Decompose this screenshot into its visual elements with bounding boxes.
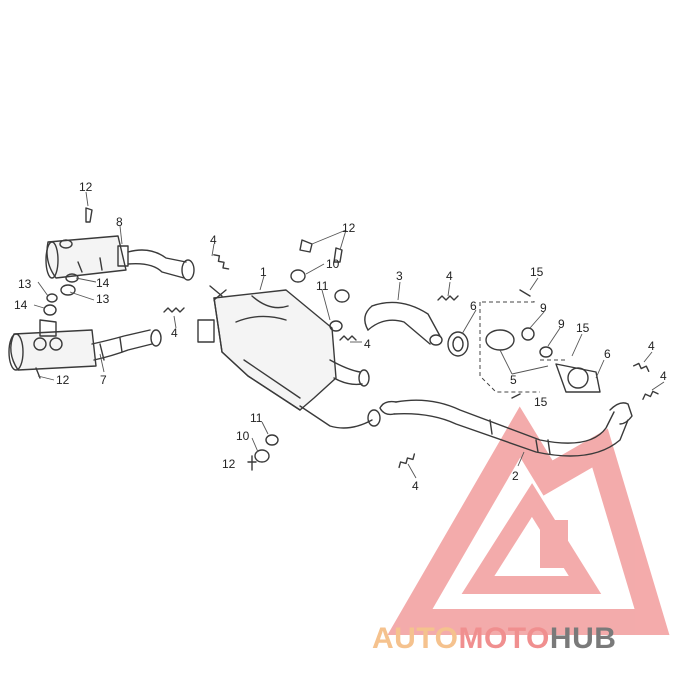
header-pipe-part [379, 399, 633, 457]
springs [163, 254, 659, 469]
callout-13: 13 [96, 292, 110, 306]
callout-6: 6 [470, 299, 477, 313]
callout-11: 11 [316, 279, 329, 293]
callout-15: 15 [534, 395, 548, 409]
callout-9: 9 [558, 317, 565, 331]
main-muffler-body [197, 285, 381, 429]
callout-4: 4 [446, 269, 453, 283]
callout-3: 3 [396, 269, 403, 283]
callout-9: 9 [540, 301, 547, 315]
lower-muffler-part [8, 319, 162, 371]
callout-4: 4 [171, 326, 178, 340]
upper-muffler-part [45, 235, 195, 281]
callout-10: 10 [236, 429, 250, 443]
callout-4: 4 [210, 233, 217, 247]
flange-hardware [447, 300, 601, 393]
callout-7: 7 [100, 373, 107, 387]
callout-14: 14 [14, 298, 28, 312]
callout-1: 1 [260, 265, 267, 279]
callout-12: 12 [79, 180, 93, 194]
callout-15: 15 [530, 265, 544, 279]
callout-labels: 12 8 4 13 14 13 14 4 12 7 1 12 10 11 4 1… [14, 180, 667, 493]
center-hardware [247, 239, 531, 471]
link-pipe-part [364, 301, 443, 346]
callout-13: 13 [18, 277, 32, 291]
callout-4: 4 [412, 479, 419, 493]
callout-5: 5 [510, 373, 517, 387]
callout-12: 12 [56, 373, 70, 387]
callout-2: 2 [512, 469, 519, 483]
callout-10: 10 [326, 257, 340, 271]
callout-14: 14 [96, 276, 110, 290]
callout-6: 6 [604, 347, 611, 361]
callout-4: 4 [364, 337, 371, 351]
callout-4: 4 [648, 339, 655, 353]
triangle-m-logo [387, 406, 670, 635]
callout-8: 8 [116, 215, 123, 229]
leader-lines [33, 191, 665, 479]
callout-12: 12 [342, 221, 356, 235]
callout-12: 12 [222, 457, 236, 471]
callout-15: 15 [576, 321, 590, 335]
callout-4: 4 [660, 369, 667, 383]
watermark-brand: AUTOMOTOHUB [372, 622, 616, 655]
callout-11: 11 [250, 411, 263, 425]
